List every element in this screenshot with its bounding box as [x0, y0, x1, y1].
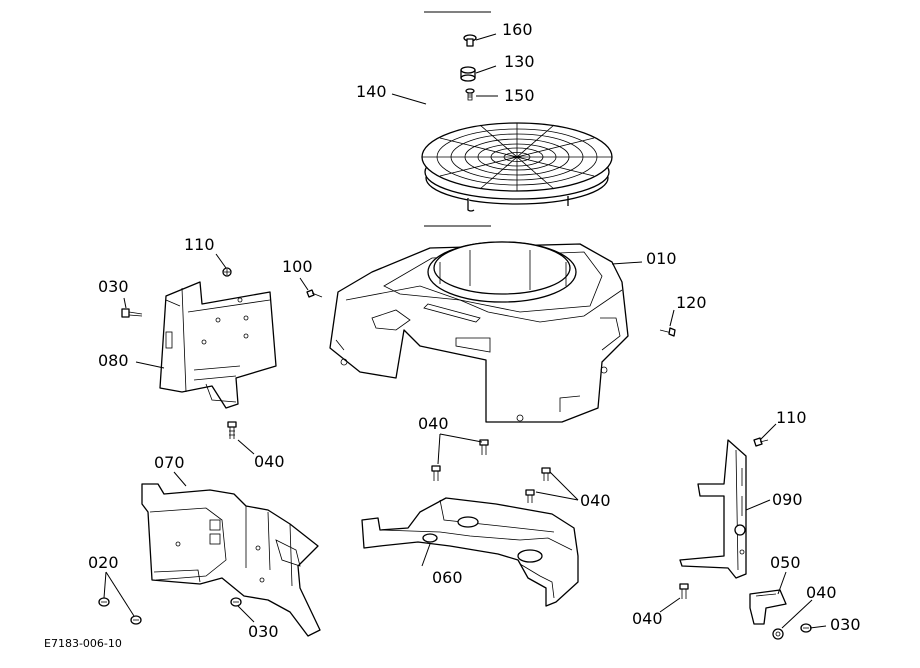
callout-040-a: 040 — [254, 452, 285, 471]
part-030-mid-bolt — [230, 597, 242, 607]
callout-080: 080 — [98, 351, 129, 370]
callout-040-b: 040 — [418, 414, 449, 433]
part-040-bolt-d — [541, 467, 551, 481]
callout-150: 150 — [504, 86, 535, 105]
part-030-lower-bolt — [800, 623, 812, 633]
callout-030-lower: 030 — [830, 615, 861, 634]
part-070-cylinder-baffle — [141, 483, 321, 637]
part-060-lower-shroud — [361, 497, 579, 607]
part-010-blower-housing — [329, 241, 629, 423]
callout-090: 090 — [772, 490, 803, 509]
part-040-bolt-a — [227, 421, 237, 439]
part-030-upper-bolt — [121, 308, 143, 318]
part-020-bolt-b — [130, 615, 142, 625]
callout-110-lower: 110 — [776, 408, 807, 427]
part-040-bolt-c — [431, 465, 441, 481]
part-100-bolt — [306, 289, 323, 298]
part-160-bolt — [463, 34, 477, 47]
callout-100: 100 — [282, 257, 313, 276]
callout-labels: 160 130 150 140 010 110 100 030 120 080 … — [88, 20, 861, 641]
callout-010: 010 — [646, 249, 677, 268]
part-110-upper-bolt — [222, 267, 232, 277]
callout-040-c: 040 — [580, 491, 611, 510]
part-120-bolt — [659, 327, 676, 337]
callout-070: 070 — [154, 453, 185, 472]
part-150-screw — [465, 88, 475, 101]
callout-030-mid: 030 — [248, 622, 279, 641]
part-020-bolt-a — [98, 597, 110, 607]
callout-110-upper: 110 — [184, 235, 215, 254]
callout-050: 050 — [770, 553, 801, 572]
callout-160: 160 — [502, 20, 533, 39]
callout-040-e: 040 — [806, 583, 837, 602]
callout-140: 140 — [356, 82, 387, 101]
leader-lines — [103, 33, 827, 629]
part-050-bracket — [749, 589, 787, 625]
part-040-bolt-f — [679, 583, 689, 599]
part-090-side-baffle — [679, 439, 747, 579]
callout-060: 060 — [432, 568, 463, 587]
drawing-code: E7183-006-10 — [44, 637, 122, 650]
part-080-cylinder-baffle — [159, 281, 277, 409]
callout-030-upper: 030 — [98, 277, 129, 296]
top-cluster — [421, 11, 613, 227]
callout-020: 020 — [88, 553, 119, 572]
part-040-bolt-e — [525, 489, 535, 503]
part-140-rotating-screen — [421, 122, 613, 212]
part-040-bolt-b — [479, 439, 489, 455]
part-040-nut — [772, 628, 784, 640]
callout-040-d: 040 — [632, 609, 663, 628]
callout-130: 130 — [504, 52, 535, 71]
callout-120: 120 — [676, 293, 707, 312]
part-130-collar — [460, 66, 476, 82]
